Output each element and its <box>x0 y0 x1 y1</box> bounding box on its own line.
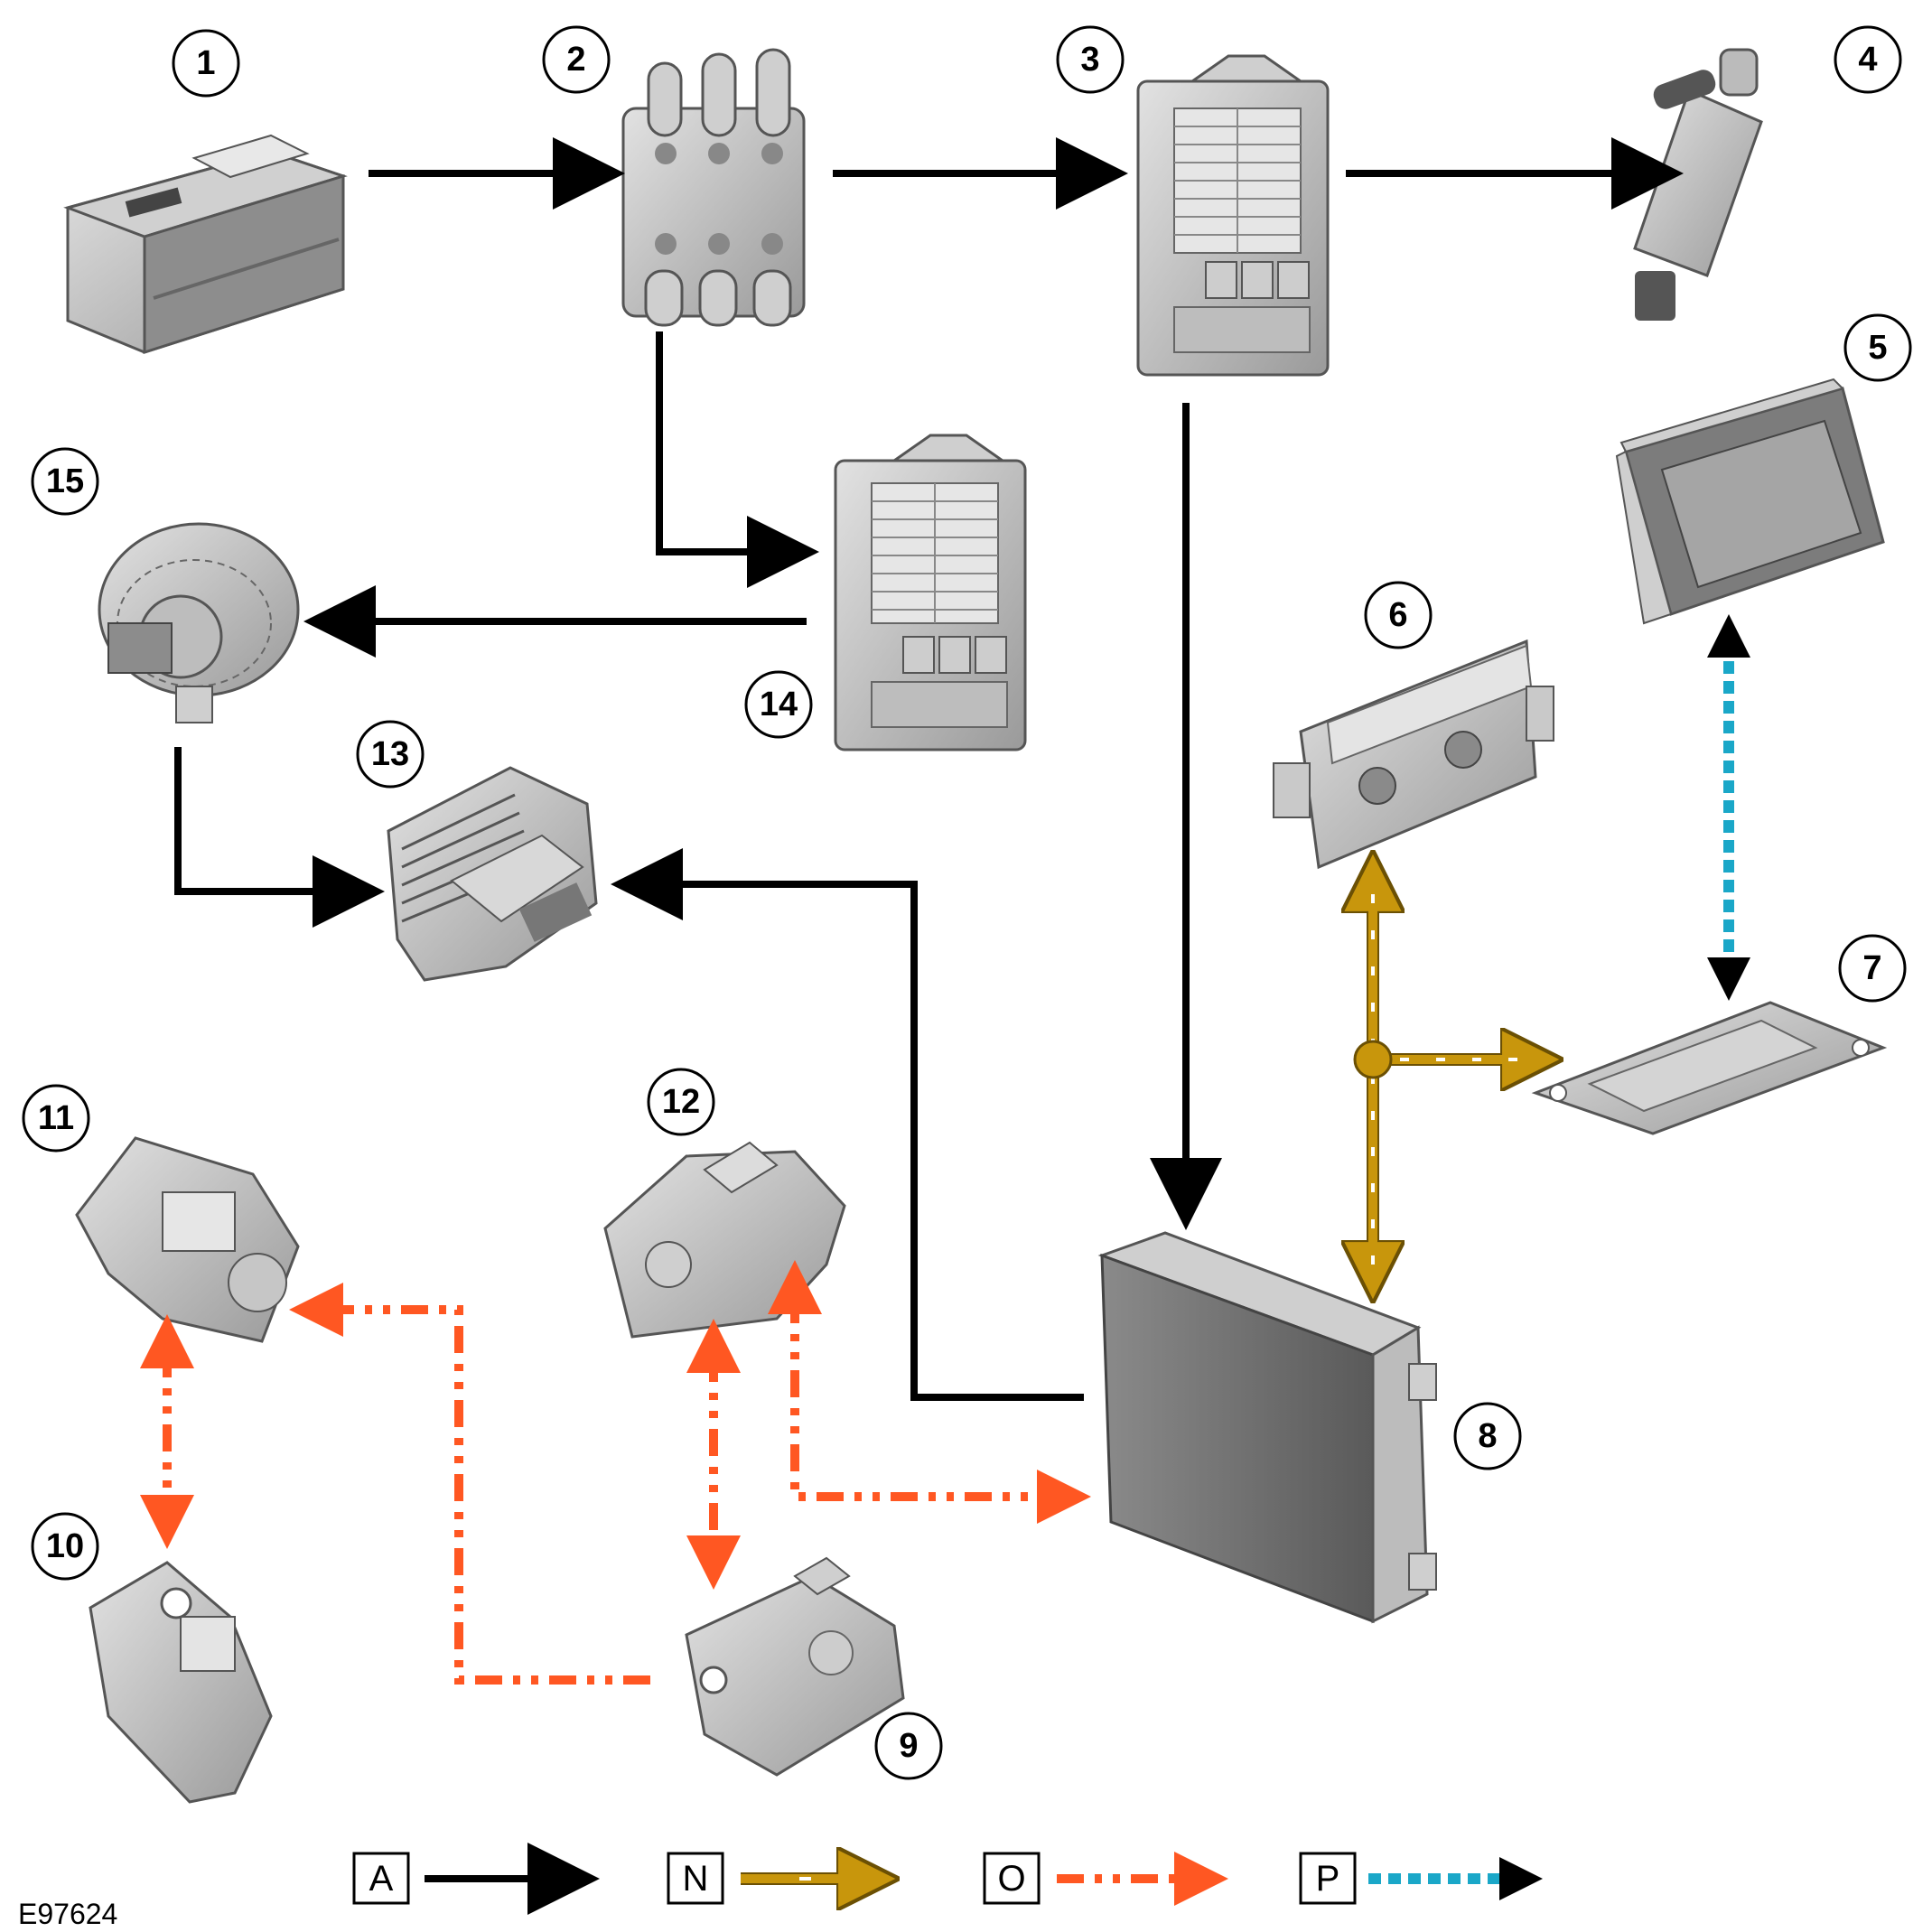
touch-screen-display-icon <box>1615 378 1885 625</box>
callout-1: 1 <box>172 29 240 98</box>
legend-item-o: O <box>983 1852 1228 1906</box>
gold-bus-lines <box>1355 894 1545 1284</box>
control-module-plate-icon <box>1531 1001 1888 1135</box>
callout-circle <box>356 720 425 789</box>
fuse-box-icon <box>834 434 1027 751</box>
callout-number: 1 <box>196 44 215 82</box>
callout-7: 7 <box>1838 934 1907 1003</box>
callout-number: 4 <box>1858 41 1877 79</box>
callout-circle <box>1364 581 1433 649</box>
callout-circle <box>172 29 240 98</box>
callout-number: 11 <box>38 1099 74 1137</box>
legend-letter-o: O <box>997 1859 1025 1899</box>
callout-15: 15 <box>31 447 99 516</box>
flap-motor-icon <box>89 1561 273 1804</box>
callout-number: 14 <box>760 686 798 723</box>
callout-9: 9 <box>874 1712 943 1780</box>
blower-motor-icon <box>98 522 300 723</box>
coolant-pump-icon <box>1633 48 1763 321</box>
callout-number: 7 <box>1862 949 1881 987</box>
orange-bus-lines <box>140 1260 1091 1685</box>
fuse-box-icon <box>1136 54 1330 377</box>
callout-number: 3 <box>1080 41 1099 79</box>
callout-number: 15 <box>46 462 84 500</box>
callout-2: 2 <box>542 25 611 94</box>
callout-circle <box>1834 25 1902 94</box>
legend: A N O P <box>352 1843 1543 1915</box>
callout-circle <box>1453 1402 1522 1470</box>
callout-number: 6 <box>1388 596 1407 634</box>
callout-4: 4 <box>1834 25 1902 94</box>
callout-13: 13 <box>356 720 425 789</box>
callout-circle <box>31 447 99 516</box>
line-9-to-11 <box>289 1283 650 1685</box>
callout-8: 8 <box>1453 1402 1522 1470</box>
callout-11: 11 <box>22 1084 90 1153</box>
bus-junction-dot <box>1353 1040 1393 1079</box>
legend-letter-a: A <box>369 1859 394 1899</box>
callout-circle <box>1843 313 1912 382</box>
callout-number: 2 <box>566 41 585 79</box>
legend-item-a: A <box>352 1843 600 1915</box>
climate-control-panel-icon <box>1273 639 1554 870</box>
callout-circle <box>22 1084 90 1153</box>
callout-number: 8 <box>1478 1417 1497 1455</box>
callout-number: 10 <box>46 1527 84 1565</box>
callout-5: 5 <box>1843 313 1912 382</box>
reference-code: E97624 <box>18 1898 117 1930</box>
callout-10: 10 <box>31 1512 99 1581</box>
line-15-to-13 <box>174 747 385 928</box>
flap-motor-icon <box>603 1141 846 1339</box>
callout-circle <box>542 25 611 94</box>
legend-letter-p: P <box>1316 1859 1340 1899</box>
line-12-to-8 <box>768 1260 1091 1524</box>
fuse-link-box-icon <box>621 48 806 327</box>
callout-14: 14 <box>744 670 813 739</box>
callout-number: 13 <box>371 735 409 773</box>
blower-control-module-icon <box>387 766 598 982</box>
callout-12: 12 <box>647 1068 715 1136</box>
callout-number: 9 <box>899 1727 918 1765</box>
legend-item-n: N <box>667 1853 881 1903</box>
callout-circle <box>647 1068 715 1136</box>
legend-item-p: P <box>1299 1852 1543 1905</box>
callout-circle <box>1056 25 1125 94</box>
battery-icon <box>63 134 348 355</box>
line-2-to-14 <box>656 331 819 588</box>
climate-control-module-icon <box>1097 1231 1437 1624</box>
callout-6: 6 <box>1364 581 1433 649</box>
legend-letter-n: N <box>683 1859 709 1899</box>
callout-circle <box>744 670 813 739</box>
callout-3: 3 <box>1056 25 1125 94</box>
flap-motor-icon <box>685 1556 905 1777</box>
callout-number: 5 <box>1868 329 1887 367</box>
callout-circle <box>1838 934 1907 1003</box>
callout-circle <box>31 1512 99 1581</box>
callout-number: 12 <box>662 1083 700 1121</box>
flap-motor-icon <box>75 1136 300 1343</box>
callout-circle <box>874 1712 943 1780</box>
